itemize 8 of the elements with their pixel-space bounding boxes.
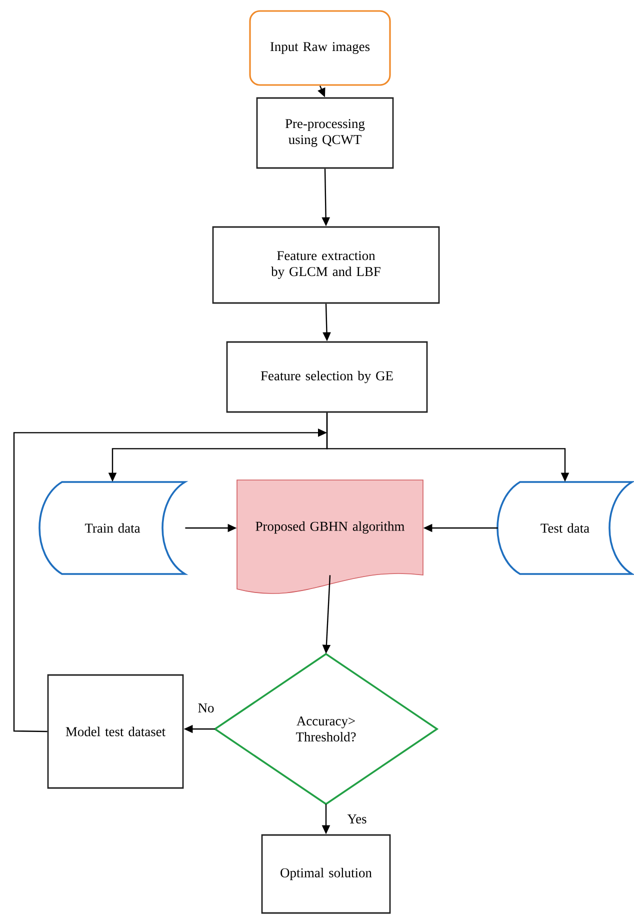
edge-label: No [196, 702, 216, 714]
terminal-box: Input Raw images [249, 10, 391, 86]
edge-label: Yes [346, 814, 368, 824]
process-box: Feature extraction by GLCM and LBF [212, 226, 440, 304]
process-box: Feature selection by GE [226, 341, 428, 413]
process-box: Model test dataset [47, 674, 184, 789]
process-box: Optimal solution [261, 834, 391, 914]
process-box: Pre-processing using QCWT [256, 97, 394, 169]
